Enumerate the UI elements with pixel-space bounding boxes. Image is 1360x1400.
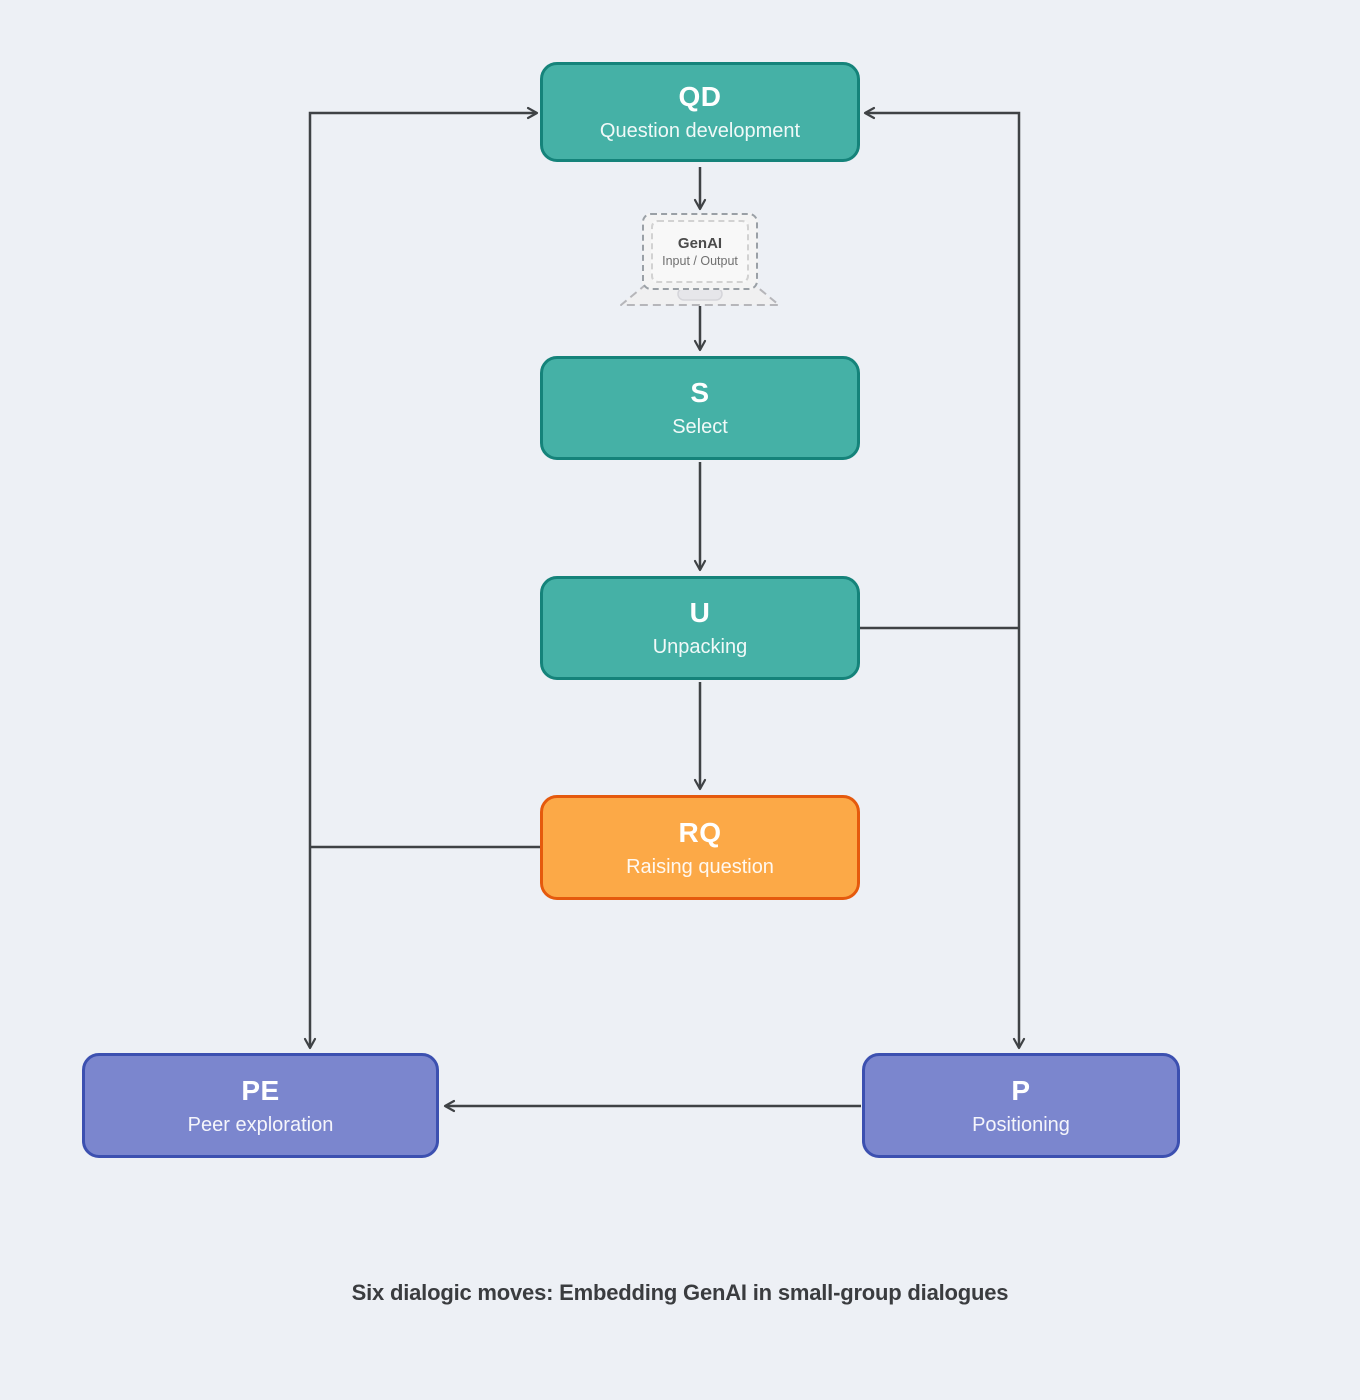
connector-left-rail-to-qd (308, 106, 539, 847)
node-label: Question development (599, 120, 801, 142)
node-select[interactable]: S Select (540, 356, 860, 460)
node-peer-exploration[interactable]: PE Peer exploration (82, 1053, 439, 1158)
node-abbr: U (689, 597, 711, 628)
node-abbr: PE (241, 1074, 280, 1106)
node-abbr: P (1011, 1074, 1031, 1106)
node-abbr: S (690, 377, 710, 408)
laptop-screen-icon: GenAI Input / Output (651, 220, 749, 283)
node-raising-question[interactable]: RQ Raising question (540, 795, 860, 900)
node-label: Raising question (626, 855, 774, 878)
connector-right-rail-to-qd (863, 106, 1021, 628)
node-label: Positioning (972, 1113, 1070, 1136)
diagram-caption: Six dialogic moves: Embedding GenAI in s… (351, 1280, 1009, 1305)
node-question-development[interactable]: QD Question development (540, 62, 860, 162)
node-abbr: RQ (678, 816, 722, 848)
node-unpacking[interactable]: U Unpacking (540, 576, 860, 680)
node-label: Unpacking (652, 636, 748, 658)
genai-laptop-node[interactable]: GenAI Input / Output (642, 213, 758, 290)
node-abbr: QD (678, 81, 722, 112)
genai-subtitle: Input / Output (662, 253, 738, 268)
node-label: Peer exploration (187, 1113, 334, 1136)
node-label: Select (672, 416, 728, 438)
genai-title: GenAI (677, 234, 723, 252)
node-positioning[interactable]: P Positioning (862, 1053, 1180, 1158)
